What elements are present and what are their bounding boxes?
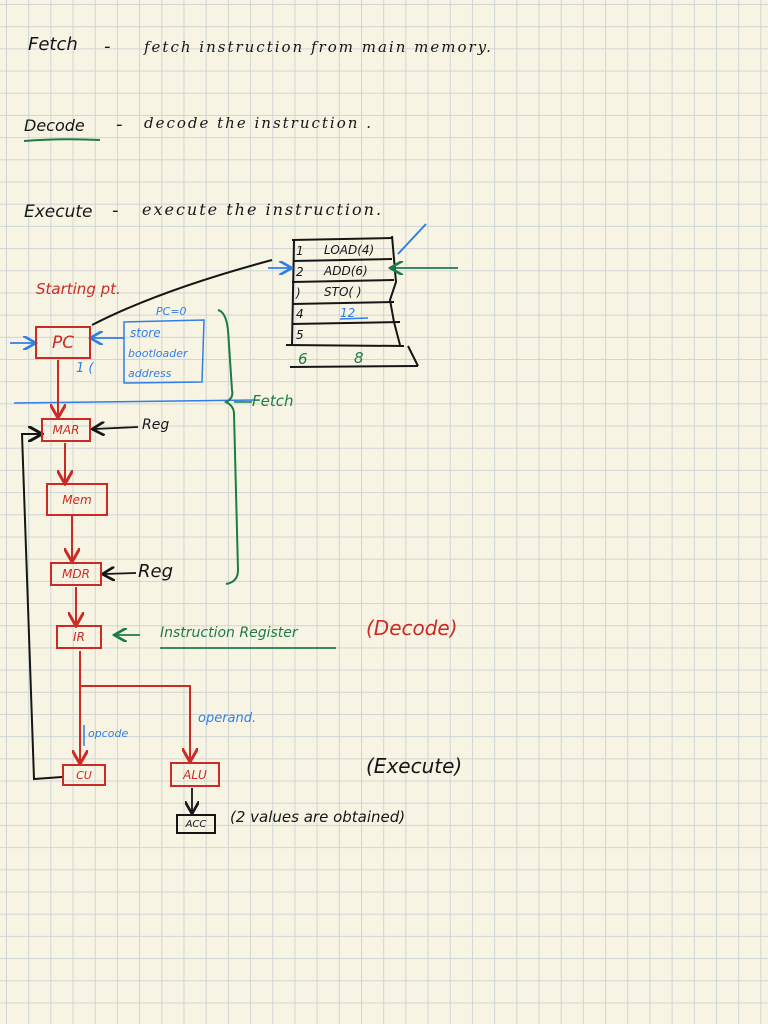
store-note-line: bootloader — [128, 347, 188, 360]
memory-box: Mem — [46, 483, 108, 516]
acc-note: (2 values are obtained) — [230, 808, 406, 826]
memory-row-value: 12 — [340, 306, 356, 320]
memory-row-value: STO( ) — [324, 285, 362, 299]
memory-row-address: ) — [296, 286, 301, 300]
pc-box: PC — [35, 326, 91, 359]
decode-description: decode the instruction . — [144, 114, 373, 132]
fetch-separator-line — [13, 399, 261, 404]
fetch-description: fetch instruction from main memory. — [144, 38, 493, 56]
mar-box: MAR — [41, 418, 91, 442]
memory-row-address: 6 — [298, 350, 308, 368]
memory-row-value: ADD(6) — [324, 264, 368, 278]
decode-term: Decode — [24, 116, 85, 135]
operand-branch-arrow — [80, 685, 190, 760]
memory-row-address: 5 — [296, 328, 304, 342]
memory-row-address: 4 — [296, 307, 304, 321]
ir-box: IR — [56, 625, 102, 649]
pc-memory-link — [91, 259, 273, 326]
fetch-phase-label: Fetch — [252, 392, 294, 410]
decode-phase-label: (Decode) — [366, 616, 458, 640]
mdr-box: MDR — [50, 562, 102, 586]
memory-row-value: 8 — [354, 349, 364, 367]
fetch-brace — [217, 309, 240, 585]
memory-row: 6 8 — [292, 345, 392, 368]
value-underline — [339, 317, 369, 320]
memory-row-address: 1 — [296, 244, 304, 258]
acc-box: ACC — [176, 814, 216, 834]
memory-blue-slash — [397, 223, 427, 255]
memory-row: 1 LOAD(4) — [292, 239, 392, 261]
memory-row: 4 12 — [292, 302, 392, 324]
execute-dash: - — [112, 200, 119, 221]
fetch-dash: - — [104, 36, 111, 57]
mar-reg-label: Reg — [142, 417, 170, 433]
decode-dash: - — [116, 114, 123, 135]
pc-value-label: PC=0 — [156, 305, 187, 318]
cu-box: CU — [62, 764, 106, 786]
starting-point-label: Starting pt. — [36, 280, 121, 298]
memory-row: ) STO( ) — [292, 281, 392, 303]
execute-phase-label: (Execute) — [366, 754, 463, 778]
memory-row-address: 2 — [296, 265, 304, 279]
memory-row: 2 ADD(6) — [292, 260, 392, 282]
operand-label: operand. — [198, 711, 257, 726]
memory-row-value: LOAD(4) — [324, 243, 375, 257]
cu-feedback-loop — [20, 434, 63, 781]
alu-box: ALU — [170, 762, 220, 787]
ir-label: Instruction Register — [160, 625, 298, 641]
reg-to-mar-arrow — [94, 427, 139, 429]
pc-note: 1 ( — [76, 361, 94, 376]
decode-underline — [23, 138, 101, 142]
store-note-box — [123, 319, 205, 384]
store-note-line: store — [130, 326, 161, 340]
memory-row: 5 — [292, 323, 392, 345]
opcode-label: opcode — [88, 727, 129, 740]
execute-description: execute the instruction. — [142, 200, 384, 219]
store-note-line: address — [128, 367, 172, 380]
execute-term: Execute — [24, 202, 93, 222]
reg-to-mdr-arrow — [104, 573, 137, 574]
mdr-reg-label: Reg — [138, 561, 174, 582]
fetch-term: Fetch — [28, 34, 78, 55]
